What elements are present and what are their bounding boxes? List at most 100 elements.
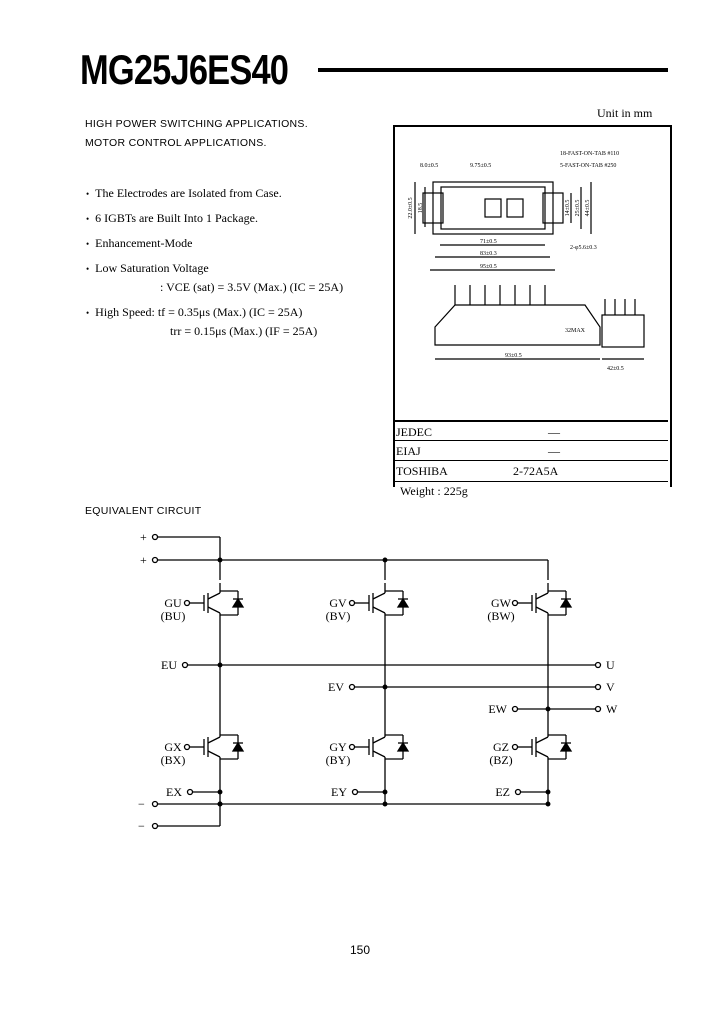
igbt-emitter	[207, 606, 221, 614]
diode-icon	[231, 597, 245, 608]
diode-icon	[396, 741, 410, 752]
plus-label: +	[140, 553, 147, 567]
minus-label: −	[138, 819, 145, 833]
junction-dot	[382, 789, 388, 795]
gate-label: (BX)	[161, 753, 186, 767]
junction-dot	[382, 801, 388, 807]
emitter-terminal	[351, 788, 359, 796]
emitter-label: EX	[166, 785, 182, 799]
feature-text: The Electrodes are Isolated from Case.	[95, 186, 282, 200]
page-number: 150	[349, 943, 371, 957]
dim-label: 14±0.5	[565, 200, 571, 217]
igbt-collector	[372, 736, 386, 744]
circuit-heading: EQUIVALENT CIRCUIT	[85, 505, 202, 517]
emitter-terminal	[181, 661, 189, 669]
emitter-terminal	[511, 705, 519, 713]
emitter-label: EY	[331, 785, 347, 799]
table-label: TOSHIBA	[396, 464, 448, 478]
junction-dot	[382, 684, 388, 690]
dim-label: 18.5	[418, 203, 424, 214]
dim-label: 44±0.5	[585, 200, 591, 217]
igbt-collector	[207, 736, 221, 744]
output-label: U	[606, 658, 615, 672]
application-1: HIGH POWER SWITCHING APPLICATIONS.	[85, 118, 308, 130]
igbt-collector	[535, 592, 549, 600]
feature-text: trr = 0.15μs (Max.) (IF = 25A)	[170, 324, 318, 338]
feature-text: High Speed: tf = 0.35μs (Max.) (IC = 25A…	[95, 305, 303, 319]
table-row: EIAJ —	[393, 440, 668, 461]
dim-label: 18-FAST-ON-TAB #110	[560, 151, 619, 157]
emitter-terminal	[514, 788, 522, 796]
dim-label: 95±0.5	[480, 264, 497, 270]
minus-terminal-1	[151, 800, 159, 808]
minus-terminal-2	[151, 822, 159, 830]
junction-dot	[545, 789, 551, 795]
junction-dot	[545, 706, 551, 712]
igbt-emitter	[535, 606, 549, 614]
diode-icon	[231, 741, 245, 752]
feature-item: •The Electrodes are Isolated from Case.	[86, 186, 282, 200]
feature-text: Low Saturation Voltage	[95, 261, 209, 275]
dim-label: 25±0.5	[575, 200, 581, 217]
diode-icon	[559, 597, 573, 608]
gate-terminal	[348, 599, 356, 607]
gate-label: (BU)	[161, 609, 186, 623]
gate-label: GV	[329, 596, 347, 610]
plus-label: +	[140, 530, 147, 544]
table-label: EIAJ	[396, 444, 421, 458]
table-value: 2-72A5A	[513, 464, 559, 478]
dim-label: 93±0.5	[505, 353, 522, 359]
title-rule	[318, 68, 668, 72]
package-drawing: 8.0±0.5 9.75±0.5 18-FAST-ON-TAB #110 5-F…	[408, 151, 645, 372]
gate-terminal	[183, 599, 191, 607]
feature-item: •Low Saturation Voltage	[86, 261, 209, 275]
plus-terminal-2	[151, 556, 159, 564]
gate-terminal	[511, 743, 519, 751]
plus-terminal-1	[151, 533, 159, 541]
dim-label: 32MAX	[565, 328, 586, 334]
output-label: W	[606, 702, 618, 716]
junction-dot	[217, 557, 223, 563]
minus-label: −	[138, 797, 145, 811]
dim-label: 5-FAST-ON-TAB #250	[560, 163, 616, 169]
feature-text: : VCE (sat) = 3.5V (Max.) (IC = 25A)	[160, 280, 344, 294]
emitter-label: EW	[488, 702, 507, 716]
igbt-emitter	[372, 750, 386, 758]
table-value: —	[548, 444, 560, 458]
emitter-terminal	[186, 788, 194, 796]
gate-label: (BY)	[326, 753, 351, 767]
gate-terminal	[348, 743, 356, 751]
diode-icon	[559, 741, 573, 752]
gate-label: GZ	[493, 740, 509, 754]
gate-label: GW	[491, 596, 512, 610]
output-terminal	[594, 705, 602, 713]
feature-text: 6 IGBTs are Built Into 1 Package.	[95, 211, 258, 225]
junction-dot	[217, 789, 223, 795]
emitter-label: EU	[161, 658, 177, 672]
diode-icon	[396, 597, 410, 608]
junction-dot	[545, 801, 551, 807]
igbt-emitter	[207, 750, 221, 758]
igbt-emitter	[535, 750, 549, 758]
table-row: JEDEC—	[393, 420, 668, 442]
feature-item: •High Speed: tf = 0.35μs (Max.) (IC = 25…	[86, 305, 303, 319]
table-row: TOSHIBA 2-72A5A	[393, 460, 668, 482]
dim-label: 2-φ5.6±0.3	[570, 245, 597, 251]
table-value: —	[548, 425, 560, 439]
igbt-collector	[372, 592, 386, 600]
gate-label: GY	[329, 740, 347, 754]
junction-dot	[217, 662, 223, 668]
gate-terminal	[511, 599, 519, 607]
igbt-emitter	[372, 606, 386, 614]
gate-label: GU	[164, 596, 182, 610]
emitter-label: EZ	[495, 785, 510, 799]
gate-label: (BW)	[487, 609, 514, 623]
emitter-label: EV	[328, 680, 344, 694]
gate-terminal	[183, 743, 191, 751]
dim-label: 83±0.3	[480, 251, 497, 257]
gate-label: (BZ)	[489, 753, 512, 767]
feature-text: Enhancement-Mode	[95, 236, 193, 250]
dim-label: 8.0±0.5	[420, 163, 438, 169]
igbt-collector	[535, 736, 549, 744]
